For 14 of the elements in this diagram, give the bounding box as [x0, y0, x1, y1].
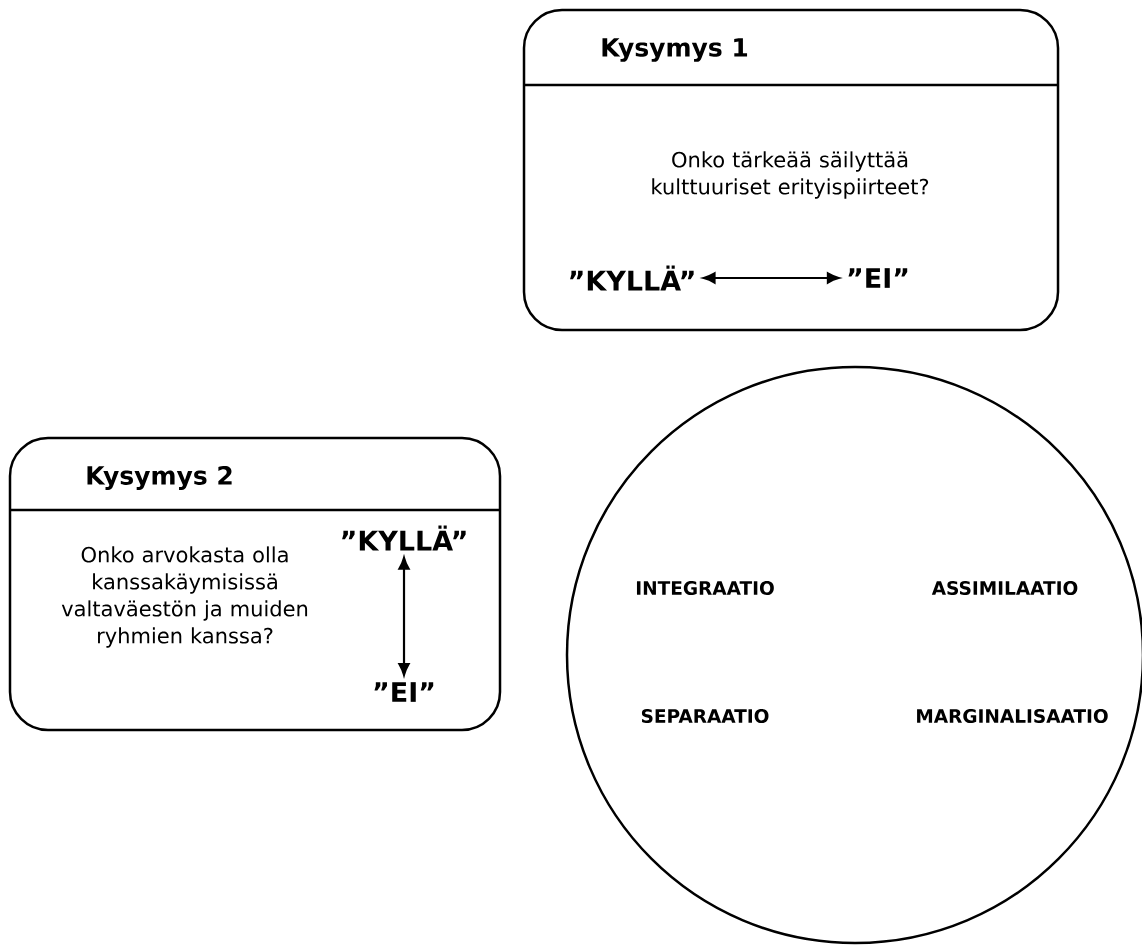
question-text: Onko arvokasta olla kanssakäymisissä valtaväestön ja muiden ryhmien kanssa?	[61, 546, 308, 648]
arrow	[398, 556, 410, 676]
question-text: Onko tärkeää säilyttää kulttuuriset erityispiirteet?	[652, 151, 929, 199]
category-label: ASSIMILAATIO	[931, 581, 1078, 595]
card-heading: Kysymys 1	[602, 38, 748, 62]
card-heading: Kysymys 2	[87, 466, 232, 490]
answer-label: ”KYLLÄ”	[570, 265, 694, 291]
answer-label: ”EI”	[374, 682, 434, 702]
category-label: MARGINALISAATIO	[917, 709, 1108, 723]
answer-label: ”EI”	[848, 268, 908, 288]
category-label: SEPARAATIO	[641, 709, 769, 723]
category-label: INTEGRAATIO	[636, 581, 774, 595]
arrow	[702, 272, 840, 284]
answer-label: ”KYLLÄ”	[342, 525, 466, 551]
